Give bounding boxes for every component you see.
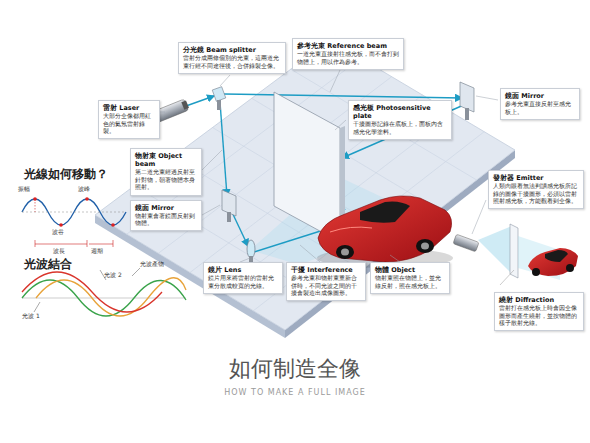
- callout-body: 雷射分成兩條個別的光束，這兩道光束行經不同途徑後，合併錄製全像。: [183, 55, 281, 70]
- wave-label: 光波 1: [22, 312, 40, 321]
- callout-heading: 參考光束 Reference beam: [297, 42, 399, 50]
- callout-box: 雷射 Laser大部分全像都用紅色的氦氖雷射錄製。: [98, 100, 160, 139]
- callout-box: 發射器 Emitter人類肉眼看無法判讀感光板所記錄的圖像干擾圖形，必須以雷射照…: [488, 170, 584, 209]
- wave-label: 振幅: [18, 185, 30, 194]
- callout-box: 干擾 Interference參考光束和物射束重新合併時，不同光波之間的干擾會製…: [286, 262, 366, 301]
- wave-label: 光波 2: [104, 271, 122, 280]
- callout-box: 鏡面 Mirror物射束會著鏡面反射到物體。: [130, 200, 202, 232]
- callout-body: 一道光束直接射往感光板，而不會打到物體上，用以作為參考。: [297, 51, 399, 66]
- callout-body: 干擾圖形記錄在底板上，面板內含感光化學塗料。: [353, 121, 447, 136]
- callout-box: 物射束 Object beam第二道光束經過反射至針對物，朝著物體本身照射。: [130, 148, 202, 196]
- red-car: [317, 196, 453, 268]
- callout-box: 感光板 Photosensitive plate干擾圖形記錄在底板上，面板內含感…: [348, 100, 452, 140]
- callout-box: 繞射 Diffraction雷射打在感光板上時會因全像圖形而產生繞射，並按物體的…: [494, 292, 584, 331]
- callout-body: 物射束照在物體上，並光線反射，照在感光板上。: [375, 275, 445, 290]
- callout-body: 物射束會著鏡面反射到物體。: [135, 213, 197, 228]
- callout-box: 物體 Object物射束照在物體上，並光線反射，照在感光板上。: [370, 262, 450, 294]
- callout-heading: 感光板 Photosensitive plate: [353, 104, 447, 120]
- callout-heading: 物體 Object: [375, 266, 445, 274]
- callout-heading: 發射器 Emitter: [493, 174, 579, 182]
- wave-label: 波谷: [52, 228, 64, 237]
- callout-body: 人類肉眼看無法判讀感光板所記錄的圖像干擾圖形，必須以雷射照射感光板，方能觀看到全…: [493, 183, 579, 205]
- callout-body: 參考光束和物射束重新合併時，不同光波之間的干擾會製造出成像圖形。: [291, 275, 361, 297]
- platform: [95, 40, 515, 338]
- mirror: [460, 82, 474, 120]
- callout-box: 參考光束 Reference beam一道光束直接射往感光板，而不會打到物體上，…: [292, 38, 404, 70]
- callout-body: 鏡片用來將雷射的雷射光束分散成較寬的光線。: [208, 275, 278, 290]
- callout-heading: 鏡片 Lens: [208, 266, 278, 274]
- callout-box: 鏡面 Mirror參考光束直接反射至感光板上。: [500, 88, 580, 120]
- callout-body: 大部分全像都用紅色的氦氖雷射錄製。: [103, 113, 155, 135]
- callout-body: 第二道光束經過反射至針對物，朝著物體本身照射。: [135, 169, 197, 191]
- callout-heading: 繞射 Diffraction: [499, 296, 579, 304]
- emitter-scene: [453, 224, 578, 285]
- callout-heading: 干擾 Interference: [291, 266, 361, 274]
- wave-diagram: [22, 197, 126, 247]
- callout-box: 分光鏡 Beam splitter雷射分成兩條個別的光束，這兩道光束行經不同途徑…: [178, 42, 286, 74]
- callout-heading: 鏡面 Mirror: [135, 204, 197, 212]
- title: 如何制造全像: [0, 354, 590, 384]
- callout-heading: 鏡面 Mirror: [505, 92, 575, 100]
- callout-body: 參考光束直接反射至感光板上。: [505, 101, 575, 116]
- caption: HOW TO MAKE A FULL IMAGE: [0, 388, 590, 397]
- callout-heading: 分光鏡 Beam splitter: [183, 46, 281, 54]
- wave-label: 光波產物: [140, 260, 164, 269]
- wave-label: 波長: [53, 247, 65, 256]
- wave-label: 波峰: [78, 185, 90, 194]
- callout-box: 鏡片 Lens鏡片用來將雷射的雷射光束分散成較寬的光線。: [203, 262, 283, 294]
- section-heading: 光波結合: [24, 256, 72, 273]
- wave-label: 週期: [91, 247, 103, 256]
- leader-lines: [160, 70, 498, 262]
- callout-heading: 物射束 Object beam: [135, 152, 197, 168]
- callout-body: 雷射打在感光板上時會因全像圖形而產生繞射，並按物體的樣子散射光線。: [499, 305, 579, 327]
- section-heading: 光線如何移動？: [24, 166, 108, 183]
- wave-combination-plot: [22, 268, 186, 316]
- callout-heading: 雷射 Laser: [103, 104, 155, 112]
- beam-splitter: [212, 87, 226, 110]
- mirror: [222, 190, 236, 222]
